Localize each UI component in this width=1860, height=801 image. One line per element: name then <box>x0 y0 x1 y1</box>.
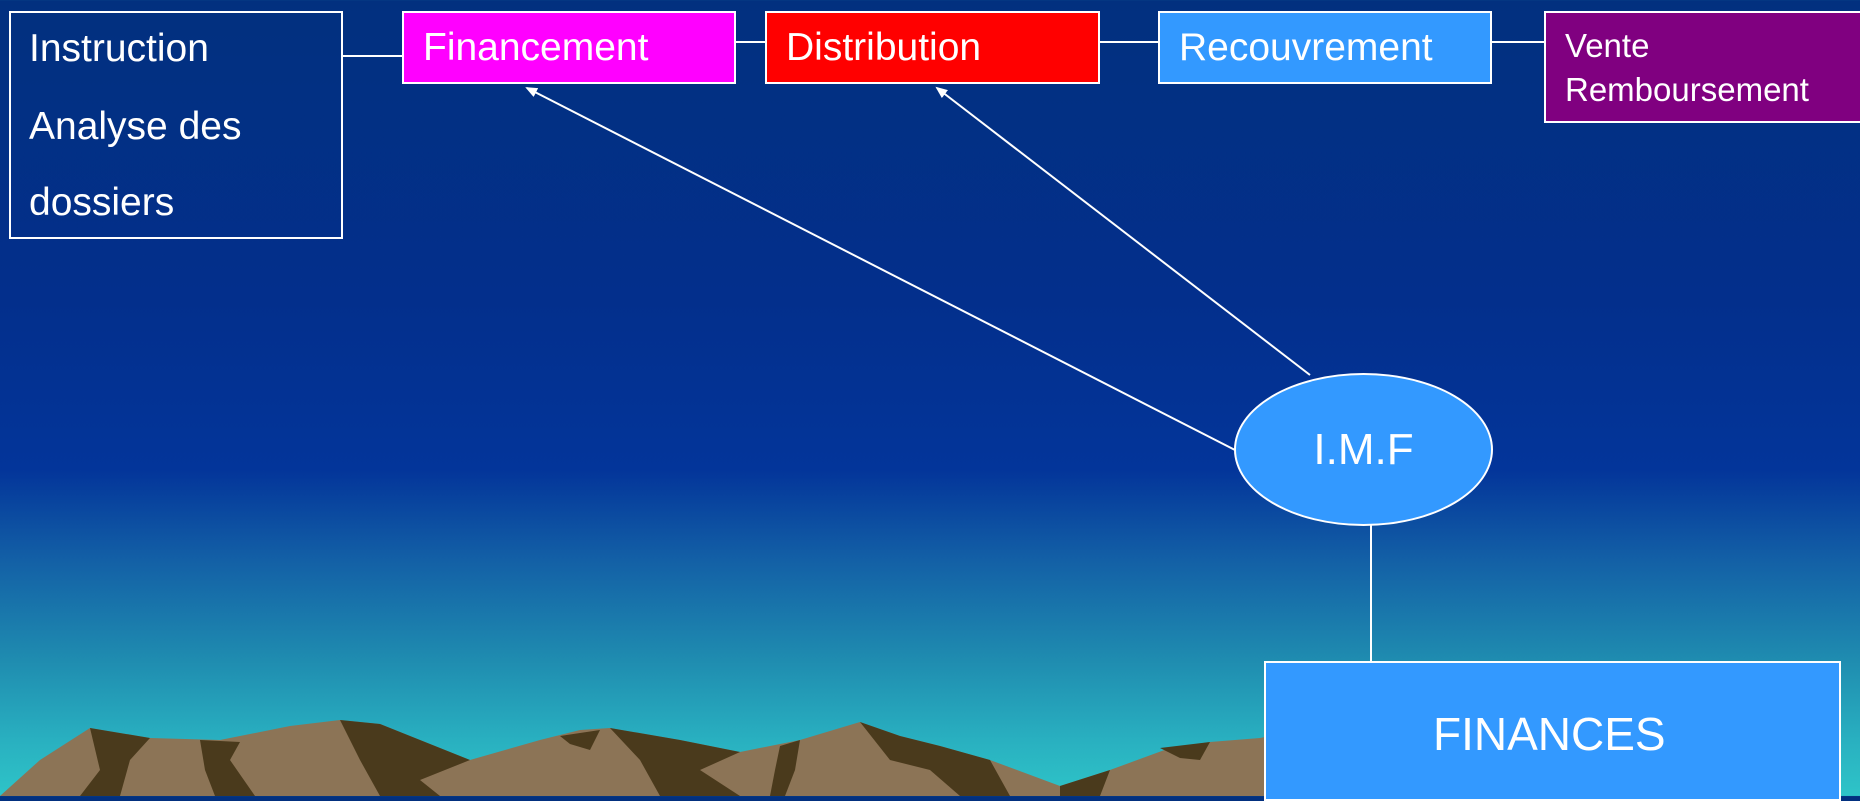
imf-label: I.M.F <box>1313 424 1414 474</box>
recouvrement-label: Recouvrement <box>1179 26 1433 69</box>
distribution-box: Distribution <box>765 11 1100 84</box>
finances-box: FINANCES <box>1264 661 1841 801</box>
instruction-label: Instruction <box>29 27 209 70</box>
instruction-box: Instruction Analyse des dossiers <box>9 11 343 239</box>
analyse-label: Analyse des <box>29 105 242 148</box>
financement-box: Financement <box>402 11 736 84</box>
vente-label: Vente <box>1565 27 1650 64</box>
recouvrement-box: Recouvrement <box>1158 11 1492 84</box>
financement-label: Financement <box>423 26 649 69</box>
mountain-shadows <box>80 720 1210 796</box>
imf-node: I.M.F <box>1234 373 1493 526</box>
distribution-label: Distribution <box>786 26 982 69</box>
dossiers-label: dossiers <box>29 181 175 224</box>
remboursement-label: Remboursement <box>1565 71 1809 108</box>
vente-box: Vente Remboursement <box>1544 11 1860 123</box>
finances-label: FINANCES <box>1433 708 1666 760</box>
